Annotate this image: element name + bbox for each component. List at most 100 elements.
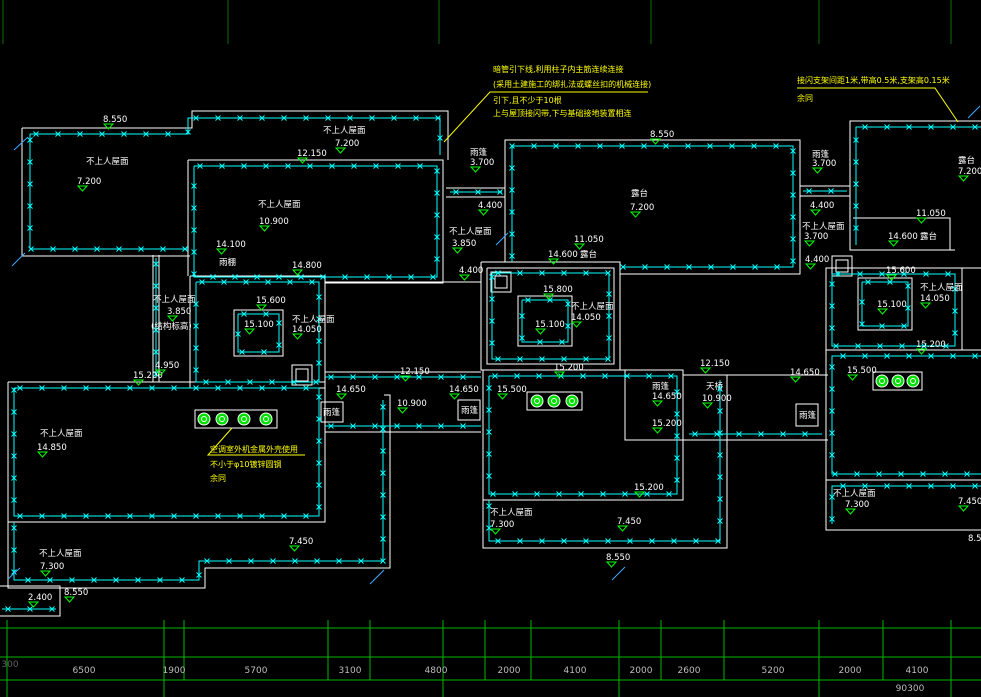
net-mark — [287, 279, 293, 285]
net-mark — [27, 137, 33, 143]
dimension-labels: 300 6500 1900 5700 3100 4800 2000 4100 2… — [1, 660, 928, 694]
net-mark — [417, 163, 423, 169]
net-mark — [276, 342, 282, 348]
net-mark — [191, 205, 197, 211]
net-mark — [303, 385, 309, 391]
total-dimension-label: 90300 — [896, 684, 925, 694]
net-mark — [605, 270, 611, 276]
net-mark — [486, 503, 492, 509]
net-mark — [380, 404, 386, 410]
roof-label: 雨篷 — [652, 381, 670, 392]
annotation-line: 暗管引下线,利用柱子内主筋连续连接 — [493, 64, 624, 74]
net-mark — [806, 188, 812, 194]
net-mark — [373, 163, 379, 169]
net-mark — [840, 353, 846, 359]
elevation-label: 14.850 — [37, 443, 67, 453]
roof-label: 雨棚 — [219, 257, 236, 268]
net-mark — [182, 246, 188, 252]
net-mark — [316, 504, 322, 510]
net-mark — [276, 320, 282, 326]
net-mark — [829, 281, 835, 287]
elevation-marker — [399, 375, 412, 382]
net-mark — [83, 385, 89, 391]
elevation-marker — [36, 451, 49, 458]
net-mark — [717, 496, 723, 502]
net-mark — [853, 181, 859, 187]
net-mark — [920, 471, 926, 477]
net-mark — [193, 367, 199, 373]
ac-unit-left — [194, 409, 278, 429]
elevation-label: 7.200 — [77, 177, 101, 187]
net-mark — [865, 279, 871, 285]
elevation-label: 14.100 — [216, 240, 246, 250]
net-mark — [509, 187, 515, 193]
net-mark — [438, 423, 444, 429]
net-mark — [193, 323, 199, 329]
elevation-marker — [699, 367, 712, 374]
net-mark — [219, 163, 225, 169]
elevation-label: 12.150 — [297, 149, 327, 159]
net-mark — [196, 572, 202, 578]
net-mark — [707, 143, 713, 149]
net-mark — [509, 165, 515, 171]
net-mark — [923, 271, 929, 277]
net-mark — [328, 423, 334, 429]
elevation-label: 8.550 — [64, 588, 88, 598]
net-mark — [328, 374, 334, 380]
net-mark — [347, 115, 353, 121]
net-mark — [495, 270, 501, 276]
net-mark — [165, 131, 171, 137]
net-mark — [627, 538, 633, 544]
net-mark — [153, 349, 159, 355]
elevation-marker — [547, 258, 560, 265]
net-mark — [153, 305, 159, 311]
net-mark — [351, 163, 357, 169]
net-mark — [877, 343, 883, 349]
net-mark — [862, 124, 868, 130]
net-mark — [905, 305, 911, 311]
net-mark — [884, 353, 890, 359]
elevation-marker — [255, 304, 268, 311]
elevation-marker — [489, 528, 502, 535]
net-mark — [416, 374, 422, 380]
net-mark — [829, 386, 835, 392]
elevation-marker — [809, 209, 822, 216]
net-mark — [47, 577, 53, 583]
net-mark — [11, 547, 17, 553]
net-mark — [853, 225, 859, 231]
net-mark — [512, 491, 518, 497]
net-mark — [950, 353, 956, 359]
net-mark — [261, 349, 267, 355]
net-mark — [486, 407, 492, 413]
net-mark — [829, 516, 835, 522]
elevation-marker — [451, 247, 464, 254]
net-mark — [514, 373, 520, 379]
net-mark — [247, 379, 253, 385]
net-mark — [642, 264, 648, 270]
elevation-marker — [243, 328, 256, 335]
elevation-label: 7.450 — [617, 517, 641, 527]
annotation-line: 余同 — [210, 473, 226, 483]
net-mark — [241, 163, 247, 169]
annotation-line: 接闪支架间距1米,带高0.5米,支架高0.15米 — [797, 75, 950, 85]
net-mark — [83, 513, 89, 519]
net-mark — [369, 115, 375, 121]
net-mark — [835, 271, 841, 277]
net-mark — [193, 345, 199, 351]
elevation-marker — [291, 269, 304, 276]
net-mark — [952, 308, 958, 314]
roof-label: 雨篷 — [799, 410, 817, 421]
net-mark — [33, 131, 39, 137]
net-mark — [394, 423, 400, 429]
net-mark — [235, 331, 241, 337]
net-mark — [840, 483, 846, 489]
net-mark — [185, 129, 191, 135]
net-mark — [829, 303, 835, 309]
net-mark — [113, 577, 119, 583]
elevation-marker — [166, 315, 179, 322]
net-mark — [664, 264, 670, 270]
net-mark — [906, 483, 912, 489]
net-mark — [179, 577, 185, 583]
net-mark — [11, 497, 17, 503]
